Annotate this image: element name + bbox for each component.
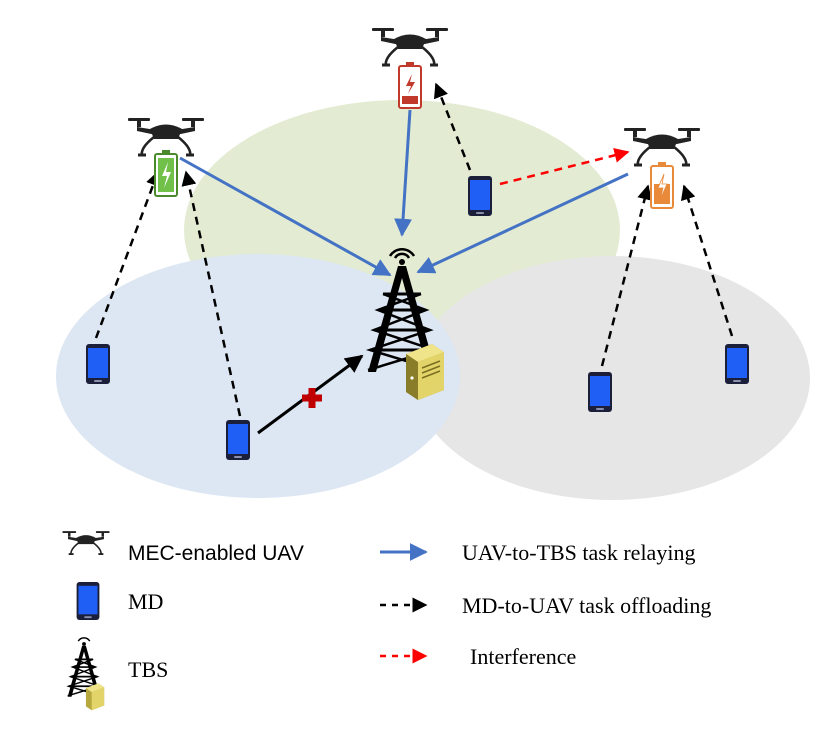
legend-offload-entry: MD-to-UAV task offloading [380, 593, 711, 618]
server-icon [85, 683, 105, 711]
mobile-device-icon [76, 582, 100, 620]
server-icon [406, 344, 444, 400]
legend-tbs-entry [66, 637, 105, 711]
relay-link-top [394, 109, 413, 237]
legend-md-entry: MD [76, 582, 163, 620]
mobile-device-icon [468, 176, 492, 216]
uav-top [370, 26, 450, 109]
drone-icon [622, 126, 702, 168]
coverage-zone-blue [56, 254, 460, 498]
relay-link-left [179, 156, 392, 277]
coverage-zone-gray [414, 256, 810, 500]
offload-link-1 [94, 170, 161, 339]
legend-offload-label: MD-to-UAV task offloading [462, 593, 711, 618]
uav-right [622, 126, 702, 209]
legend-uav-label: MEC-enabled UAV [128, 542, 304, 565]
cross-icon [302, 388, 322, 408]
interference-link [499, 147, 630, 186]
legend-tbs-label: TBS [128, 657, 168, 682]
offload-link-5 [680, 184, 734, 337]
drone-icon [61, 530, 111, 556]
uav-left [126, 116, 206, 197]
battery-icon [154, 150, 178, 197]
tbs-tower [365, 247, 444, 400]
legend-relay-label: UAV-to-TBS task relaying [462, 540, 695, 565]
offload-link-3 [433, 82, 472, 171]
battery-icon [650, 162, 674, 209]
legend: MEC-enabled UAV MD TBS [61, 530, 711, 711]
relay-link-right [416, 172, 629, 274]
battery-icon [398, 62, 422, 109]
drone-icon [370, 26, 450, 68]
legend-interference-label: Interference [470, 644, 576, 669]
mobile-device-icon [725, 344, 749, 384]
legend-interference-entry: Interference [380, 644, 576, 669]
offload-link-4 [600, 184, 652, 367]
legend-md-label: MD [128, 589, 163, 614]
mobile-device-icon [86, 344, 110, 384]
mobile-device-icon [588, 372, 612, 412]
legend-uav-entry: MEC-enabled UAV [61, 530, 304, 565]
legend-relay-entry: UAV-to-TBS task relaying [380, 540, 695, 565]
mobile-device-icon [226, 420, 250, 460]
